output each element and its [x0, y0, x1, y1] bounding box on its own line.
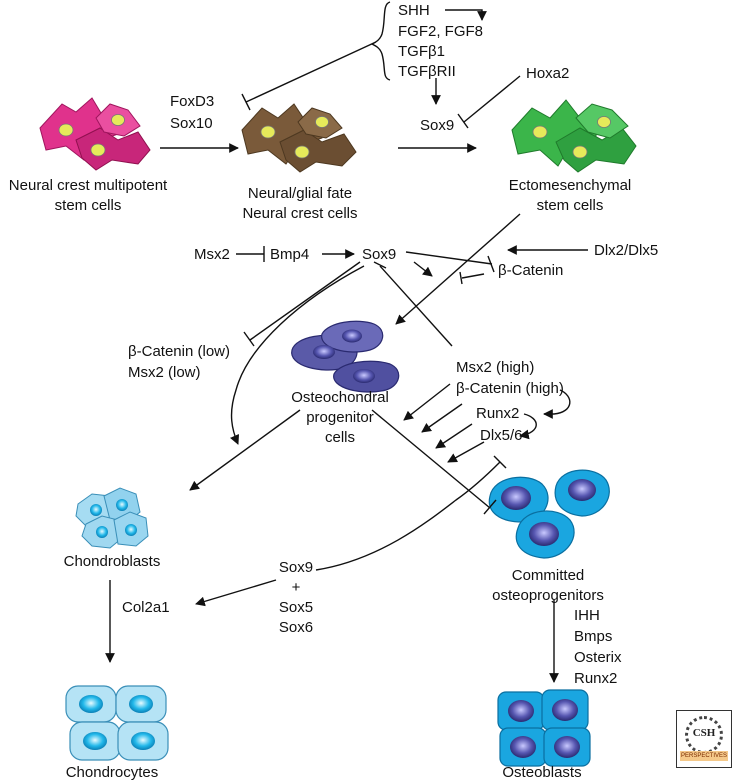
factor-sox5: Sox5	[279, 599, 313, 616]
stage-glial-line2: Neural crest cells	[242, 205, 357, 222]
chondroblasts-illustration	[75, 487, 149, 549]
stage-osteochondral-line3: cells	[325, 429, 355, 446]
chondrocytes-illustration	[65, 685, 169, 761]
factor-beta-catenin-high: β-Catenin (high)	[456, 380, 564, 397]
factor-plus: +	[292, 579, 301, 596]
sox-combo-to-col2a1-arrow	[195, 579, 277, 607]
csh-perspectives-logo: CSH PERSPECTIVES	[676, 710, 732, 768]
factor-beta-catenin-low: β-Catenin (low)	[128, 343, 230, 360]
stage-neural-crest-line1: Neural crest multipotent	[9, 177, 168, 194]
factor-fgf: FGF2, FGF8	[398, 23, 483, 40]
factor-shh: SHH	[398, 2, 430, 19]
sox9-inhibits-catenin-low	[249, 261, 361, 341]
catenin-inhibition-lower-bar	[459, 271, 463, 285]
sox9-combo-inhibition-bar	[493, 455, 507, 469]
shh-arrow	[445, 9, 487, 21]
stage-osteochondral-line1: Osteochondral	[291, 389, 389, 406]
factor-dlx56: Dlx5/6	[480, 427, 523, 444]
logo-text: CSH	[692, 727, 716, 739]
factor-bmp4: Bmp4	[270, 246, 309, 263]
catenin-inhibition-lower	[461, 273, 485, 279]
runx2-arrow	[435, 423, 473, 449]
stage-chondroblasts: Chondroblasts	[64, 553, 161, 570]
hoxa2-inhibition-bar	[457, 113, 469, 129]
factor-sox9-mid: Sox9	[362, 246, 396, 263]
osteochondral-to-chondroblasts-arrow	[189, 409, 301, 491]
sox9-to-chondroblasts-arrow	[230, 265, 365, 445]
sox9-inhibits-catenin	[405, 251, 493, 265]
pathway-connectors	[105, 1, 588, 683]
committed-osteoprogenitors-illustration	[488, 469, 610, 559]
ectomesenchymal-cells-illustration	[511, 99, 637, 173]
sox9-inhibits-catenin-bar	[487, 255, 495, 273]
stage-ectomes-line2: stem cells	[537, 197, 604, 214]
factor-runx2-mid: Runx2	[476, 405, 519, 422]
factor-col2a1: Col2a1	[122, 599, 170, 616]
factor-dlx2-dlx5: Dlx2/Dlx5	[594, 242, 658, 259]
stage-neural-crest-line2: stem cells	[55, 197, 122, 214]
sox9-to-msx2-high	[379, 265, 453, 347]
factor-sox9-combo: Sox9	[279, 559, 313, 576]
catenin-high-arrow	[421, 403, 463, 433]
catenin-high-to-runx2-arrow	[543, 389, 571, 419]
brace-inhibition-bar	[241, 93, 251, 111]
factor-tgfb1: TGFβ1	[398, 43, 445, 60]
factor-runx2-bottom: Runx2	[574, 670, 617, 687]
stage-glial-line1: Neural/glial fate	[248, 185, 352, 202]
factor-msx2-high: Msx2 (high)	[456, 359, 534, 376]
factor-msx2: Msx2	[194, 246, 230, 263]
sox9-small-arrow	[413, 261, 433, 277]
sox9-to-msx2-high-bar	[373, 261, 387, 269]
osteoblasts-illustration	[497, 689, 591, 767]
stage-committed-line1: Committed	[512, 567, 585, 584]
factor-sox10: Sox10	[170, 115, 213, 132]
stage-osteochondral-line2: progenitor	[306, 409, 374, 426]
brace-inhibition-line	[245, 41, 377, 103]
factor-hoxa2: Hoxa2	[526, 65, 569, 82]
neural-glial-cells-illustration	[241, 103, 357, 173]
factor-bmps: Bmps	[574, 628, 612, 645]
factor-sox9-top: Sox9	[420, 117, 454, 134]
factor-tgfbrii: TGFβRII	[398, 63, 456, 80]
osteochondral-to-osteo-bar	[483, 499, 497, 515]
factor-beta-catenin: β-Catenin	[498, 262, 563, 279]
osteochondral-cells-illustration	[291, 320, 400, 393]
neural-crest-cells-illustration	[39, 97, 151, 171]
logo-band: PERSPECTIVES	[680, 751, 728, 761]
msx2-high-arrow	[403, 383, 451, 421]
factor-foxd3: FoxD3	[170, 93, 214, 110]
stage-chondrocytes: Chondrocytes	[66, 764, 159, 781]
factor-ihh: IHH	[574, 607, 600, 624]
runx2-to-dlx56-arrow	[519, 413, 537, 440]
factor-sox6: Sox6	[279, 619, 313, 636]
osteochondral-to-osteo-line	[371, 409, 491, 509]
dlx56-arrow	[447, 441, 485, 463]
factor-osterix: Osterix	[574, 649, 622, 666]
sox9-inhibits-catenin-low-bar	[243, 331, 255, 347]
stage-osteoblasts: Osteoblasts	[502, 764, 581, 781]
hoxa2-inhibition-line	[463, 75, 521, 123]
factor-group-brace	[370, 1, 391, 81]
stage-ectomes-line1: Ectomesenchymal	[509, 177, 632, 194]
factor-msx2-low: Msx2 (low)	[128, 364, 201, 381]
ectomes-to-osteochondral-arrow	[395, 213, 521, 325]
sox9-combo-inhibition-curve	[315, 461, 501, 571]
stage-committed-line2: osteoprogenitors	[492, 587, 604, 604]
